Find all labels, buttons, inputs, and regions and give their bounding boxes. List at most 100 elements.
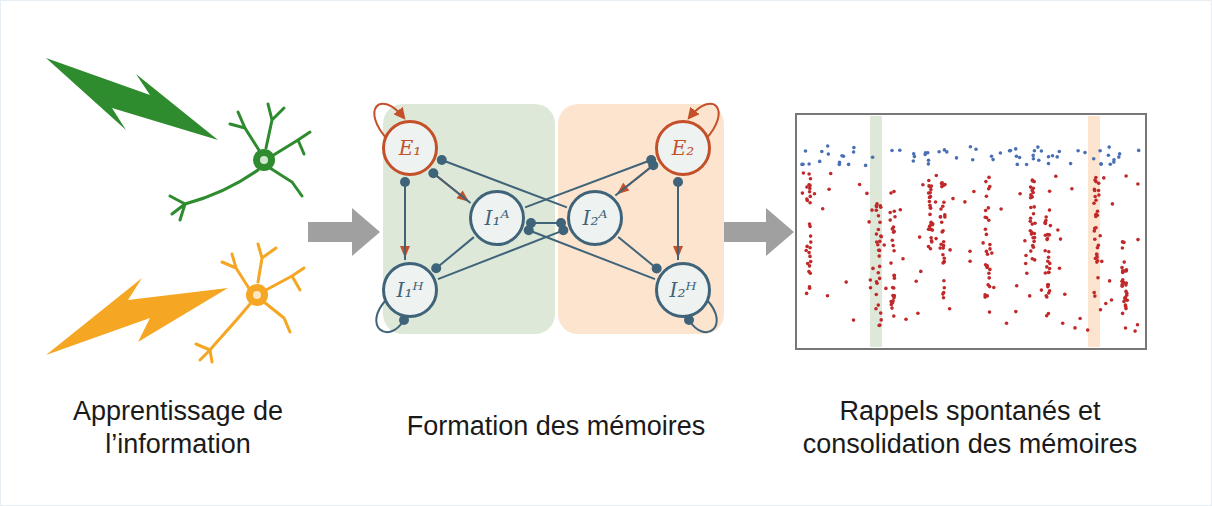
spike [1028,294,1032,298]
spike [931,223,935,227]
spike [1033,236,1037,240]
spike [987,176,991,180]
spike [1093,178,1097,182]
spike [990,154,994,158]
spike [940,181,944,185]
inhibitory-population: I₂ᴬ [567,190,623,246]
spike [1092,157,1096,161]
spike [1037,159,1041,163]
spike [1016,163,1020,167]
spike [1015,284,1019,288]
spike [1031,178,1035,182]
spike [1044,294,1048,298]
spike [870,208,874,212]
spike [1076,149,1080,153]
spike [1124,269,1128,273]
spike [878,249,882,253]
spike [985,250,989,254]
spike [1046,283,1050,287]
spike [912,152,916,156]
spike [1043,221,1047,225]
spike [1033,149,1037,153]
spike [1023,239,1027,243]
spike [929,206,933,210]
spike [987,187,991,191]
spike [1047,271,1051,275]
spike [929,206,933,210]
spike [808,255,812,259]
spike [893,209,897,213]
spike [955,156,959,160]
flow-arrow [724,208,794,256]
spike [942,240,946,244]
spike [1136,323,1140,327]
spike [1124,174,1128,178]
raster-frame [796,114,1146,349]
spike [888,211,892,215]
spike [972,190,976,194]
connection-line [677,182,679,260]
spike [1058,266,1062,270]
connection-head [428,168,438,178]
spike [1093,294,1097,298]
spike [1109,162,1113,166]
spike [808,190,812,194]
spike [942,260,946,264]
spike [923,153,927,157]
spike [806,199,810,203]
neuron-soma [246,284,268,306]
spike [988,247,992,251]
spike [1024,262,1028,266]
spike [985,195,989,199]
spike [1018,192,1022,196]
spike [984,227,988,231]
flow-arrow [308,208,380,256]
spike [1107,145,1111,149]
spike [985,233,989,237]
spike [875,204,879,208]
spike [1056,228,1060,232]
spike [852,318,856,322]
spike [941,253,945,257]
spike [899,208,903,212]
spike [864,164,868,168]
spike [890,149,894,153]
spike [879,234,883,238]
spike [1061,322,1065,326]
spike [1125,268,1129,272]
spike [889,261,893,265]
spike [1029,206,1033,210]
inhibitory-population: I₁ᴴ [382,262,438,318]
spike [943,148,947,152]
spike [1047,255,1051,259]
spike [1095,255,1099,259]
spike [804,249,808,253]
spike [1048,208,1052,212]
spike [1098,149,1102,153]
spike [943,286,947,290]
spike [1092,291,1096,295]
spike [1120,284,1124,288]
spike [928,213,932,217]
neuron-nucleus [253,291,261,299]
spike [1100,260,1104,264]
spike [858,183,862,187]
spike [1044,271,1048,275]
spike [1097,182,1101,186]
spike [916,311,920,315]
spike [1032,240,1036,244]
spike [875,205,879,209]
spike [801,191,805,195]
spike [879,318,883,322]
spike [1033,222,1037,226]
recall-band [1088,116,1100,347]
connection-head [646,155,656,165]
spike [878,265,882,269]
spike [801,163,805,167]
spike [1069,162,1073,166]
spike [928,200,932,204]
spike [988,243,992,247]
inhibitory-population: I₂ᴴ [655,262,711,318]
spike [877,254,881,258]
spike [948,248,952,252]
